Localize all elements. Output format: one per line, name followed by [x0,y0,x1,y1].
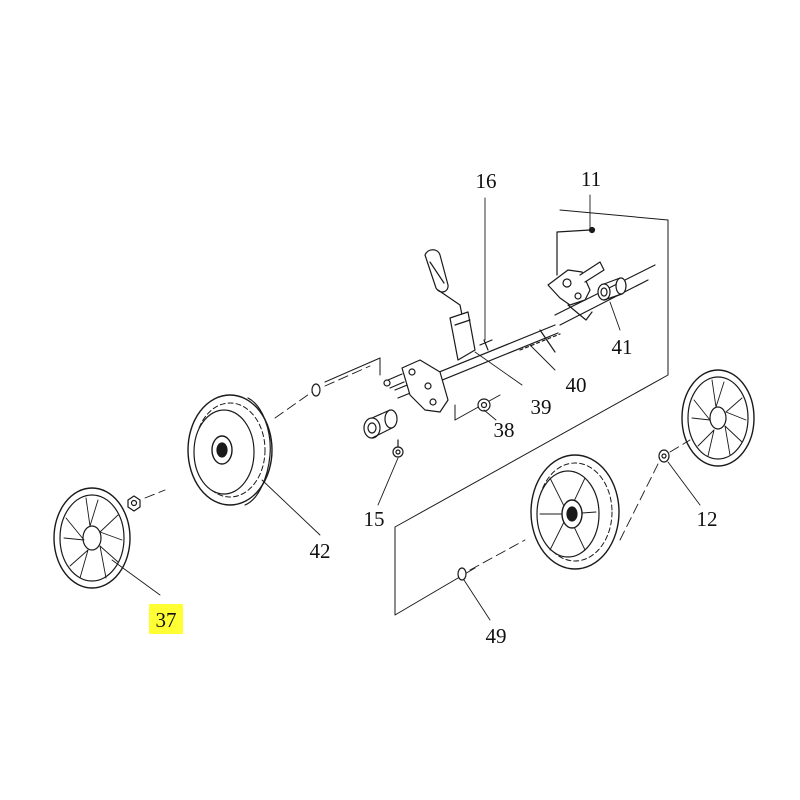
washer-49 [457,567,467,581]
height-lever-16 [424,249,493,361]
wheel-right [530,454,620,570]
washer-12 [658,449,670,463]
callout-39: 39 [531,395,552,419]
bushing-41 [597,277,627,301]
callout-highlight-37 [149,604,183,634]
callout-11: 11 [581,167,601,191]
callout-42: 42 [310,539,331,563]
callout-38: 38 [494,418,515,442]
washer-38 [477,398,491,412]
callout-16: 16 [476,169,497,193]
callout-40: 40 [566,373,587,397]
nut-left [127,495,141,512]
callout-15: 15 [364,507,385,531]
callout-12: 12 [697,507,718,531]
axis-lines [144,365,691,571]
adjust-bracket [383,359,449,413]
callout-41: 41 [612,335,633,359]
hub-cap-37 [53,487,131,589]
hub-cap-right [681,369,755,467]
bushing-15 [363,409,404,458]
assembly-outline [324,209,669,616]
wheel-42 [187,394,273,506]
callout-37: 37 [156,608,177,632]
leader-lines [111,194,701,621]
pivot-bracket-11 [547,226,605,321]
callout-49: 49 [486,624,507,648]
washer-42-side [311,383,321,397]
